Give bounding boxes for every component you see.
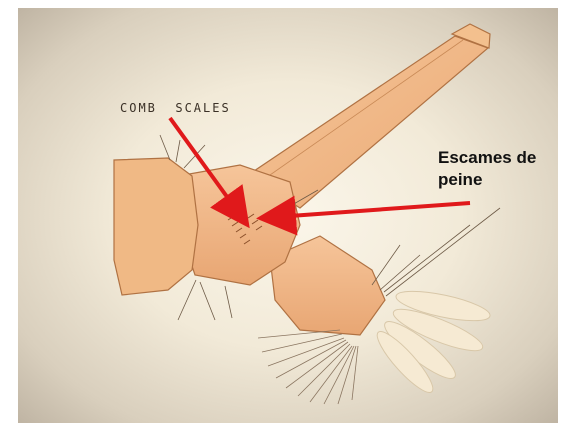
escames-arrow: [276, 203, 470, 217]
ventral-brush: [258, 330, 358, 404]
escames-line-2: peine: [438, 169, 568, 191]
seventh-segment: [114, 158, 198, 295]
comb-scales-label: COMB SCALES: [120, 101, 231, 115]
anal-gills: [371, 285, 492, 398]
escames-line-1: Escames de: [438, 147, 568, 169]
escames-de-peine-label: Escames de peine: [438, 147, 568, 191]
